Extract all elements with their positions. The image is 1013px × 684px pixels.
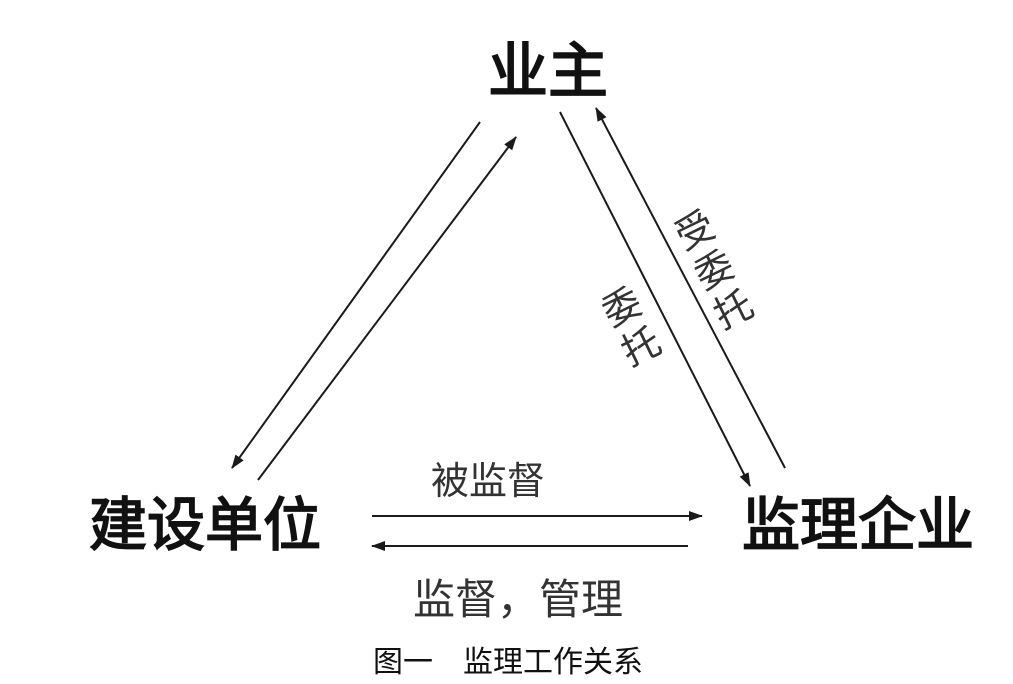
node-supervision-company: 监理企业 [742, 491, 974, 559]
edge-label-supervise-manage: 监督，管理 [413, 575, 623, 624]
figure-caption: 图一 监理工作关系 [373, 645, 643, 680]
edge-label-supervised: 被监督 [431, 459, 545, 503]
arrow-owner-to-supervision [559, 111, 751, 487]
arrow-supervision-to-owner [595, 107, 786, 469]
edge-label-entrust: 委 托 [595, 279, 668, 375]
arrow-construction-to-owner [257, 136, 517, 481]
arrow-owner-to-construction [231, 121, 481, 469]
node-construction-unit: 建设单位 [89, 491, 321, 559]
node-owner: 业主 [488, 37, 608, 107]
